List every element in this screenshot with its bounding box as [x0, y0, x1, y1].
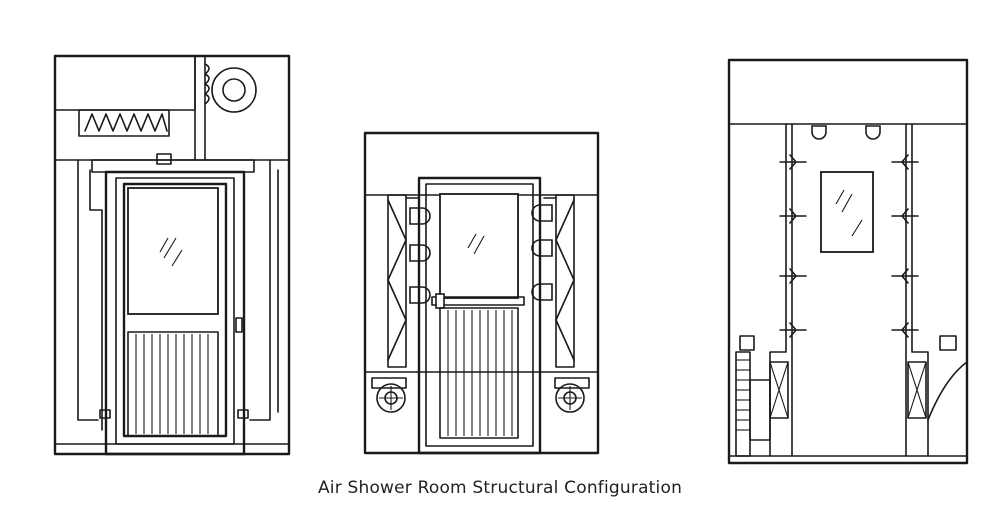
door-push-bar[interactable] [431, 296, 525, 306]
door-closer-icon [156, 153, 172, 165]
fan-motor-icon [211, 67, 257, 113]
ceiling-light-icon [865, 125, 881, 140]
hepa-filter [78, 109, 170, 137]
fan-icon [555, 383, 585, 413]
front-door-leaf[interactable] [425, 183, 534, 447]
side-door-handle[interactable] [235, 317, 243, 333]
side-door-louvre [127, 331, 219, 437]
rear-door-window [820, 171, 874, 253]
side-door-window [127, 187, 219, 315]
front-door-louvre [439, 307, 519, 439]
side-section-view [53, 54, 291, 456]
interior-outer-frame [727, 58, 969, 465]
door-swing-arc [927, 361, 968, 421]
ceiling-light-icon [811, 125, 827, 140]
nozzle-icon [531, 283, 553, 301]
side-door-frame [104, 170, 246, 456]
front-view [363, 131, 600, 455]
front-door-frame [417, 176, 542, 455]
diagram-caption: Air Shower Room Structural Configuration [317, 478, 683, 498]
interior-section-view [727, 58, 969, 465]
top-equipment-box [54, 55, 196, 111]
nozzle-icon [531, 204, 553, 222]
blower-housing [749, 379, 771, 441]
nozzle-icon [531, 239, 553, 257]
fan-icon [376, 383, 406, 413]
